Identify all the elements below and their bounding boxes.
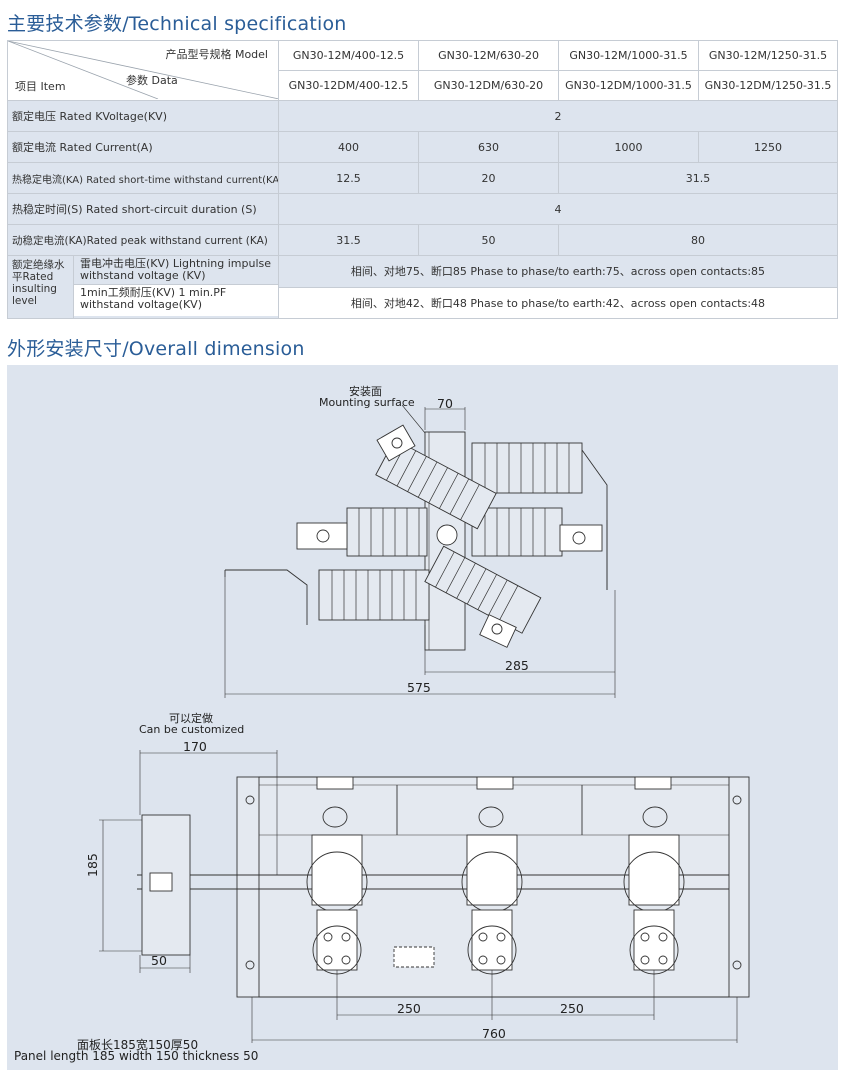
side-view-drawing: [224, 404, 616, 698]
model-dm-cell: GN30-12DM/630-20: [418, 70, 559, 101]
dim-170: 170: [183, 739, 207, 754]
insulation-row-label: 额定绝缘水平Rated insulting level 雷电冲击电压(KV) L…: [7, 255, 279, 319]
row-label: 动稳定电流(KA)Rated peak withstand current (K…: [7, 224, 279, 256]
dim-250-right: 250: [560, 1001, 584, 1016]
pole-unit: [623, 834, 685, 975]
pf-value: 相间、对地42、断口48 Phase to phase/to earth:42、…: [278, 286, 838, 319]
model-m-cell: GN30-12M/1000-31.5: [558, 40, 699, 71]
row-label: 额定电流 Rated Current(A): [7, 131, 279, 163]
lightning-value: 相间、对地75、断口85 Phase to phase/to earth:75、…: [278, 255, 838, 288]
model-dm-cell: GN30-12DM/1000-31.5: [558, 70, 699, 101]
table-row: 热稳定时间(S) Rated short-circuit duration (S…: [7, 193, 838, 225]
technical-drawing: [99, 404, 750, 1043]
header-diagonal-cell: 产品型号规格 Model 参数 Data 项目 Item: [7, 40, 279, 101]
pf-label: 1min工频耐压(KV) 1 min.PF withstand voltage(…: [74, 285, 278, 316]
row-value: 12.5: [278, 162, 419, 194]
row-value: 50: [418, 224, 559, 256]
customizable-en: Can be customized: [139, 723, 245, 736]
model-m-cell: GN30-12M/1250-31.5: [698, 40, 838, 71]
row-value: 4: [278, 193, 838, 225]
table-row: 相间、对地42、断口48 Phase to phase/to earth:42、…: [8, 286, 838, 319]
insulation-level-label: 额定绝缘水平Rated insulting level: [8, 256, 74, 318]
dim-50: 50: [151, 953, 167, 968]
spec-table: 产品型号规格 Model 参数 Data 项目 Item GN30-12M/40…: [7, 40, 838, 319]
data-header-label: 参数 Data: [126, 74, 178, 87]
dimension-drawing-panel: 安装面 Mounting surface 70 285 575 可以定做 Can…: [7, 365, 838, 1070]
item-header-label: 项目 Item: [15, 80, 66, 93]
row-value: 630: [418, 131, 559, 163]
table-row: 额定电压 Rated KVoltage(KV) 2: [7, 100, 838, 132]
row-label: 热稳定电流(KA) Rated short-time withstand cur…: [7, 162, 279, 194]
row-value: 31.5: [558, 162, 838, 194]
row-label: 额定电压 Rated KVoltage(KV): [7, 100, 279, 132]
row-value: 2: [278, 100, 838, 132]
lightning-label: 雷电冲击电压(KV) Lightning impulse withstand v…: [74, 257, 278, 285]
row-value: 80: [558, 224, 838, 256]
table-row: 动稳定电流(KA)Rated peak withstand current (K…: [7, 224, 838, 256]
panel-size-en: Panel length 185 width 150 thickness 50: [14, 1049, 259, 1063]
dim-185: 185: [85, 853, 100, 877]
model-m-cell: GN30-12M/400-12.5: [278, 40, 419, 71]
dimension-section-title: 外形安装尺寸/Overall dimension: [7, 338, 305, 360]
table-row: 热稳定电流(KA) Rated short-time withstand cur…: [7, 162, 838, 194]
row-value: 31.5: [278, 224, 419, 256]
customizable-cn: 可以定做: [169, 712, 213, 725]
dim-250-left: 250: [397, 1001, 421, 1016]
row-value: 400: [278, 131, 419, 163]
mounting-surface-cn: 安装面: [349, 385, 382, 398]
dim-760: 760: [482, 1026, 506, 1041]
model-dm-cell: GN30-12DM/1250-31.5: [698, 70, 838, 101]
dim-70: 70: [437, 396, 453, 411]
spec-section-title: 主要技术参数/Technical specification: [7, 13, 347, 35]
row-label: 热稳定时间(S) Rated short-circuit duration (S…: [7, 193, 279, 225]
dim-285: 285: [505, 658, 529, 673]
model-m-cell: GN30-12M/630-20: [418, 40, 559, 71]
pole-unit: [461, 834, 523, 975]
mounting-surface-en: Mounting surface: [319, 396, 415, 409]
model-header-label: 产品型号规格 Model: [165, 48, 268, 61]
row-value: 20: [418, 162, 559, 194]
front-view-drawing: [99, 750, 750, 1043]
header-diagonal-lines: [8, 41, 278, 99]
panel-size-cn: 面板长185宽150厚50: [77, 1038, 199, 1052]
table-row: 额定绝缘水平Rated insulting level 雷电冲击电压(KV) L…: [7, 255, 838, 319]
dim-575: 575: [407, 680, 431, 695]
pole-unit: [306, 834, 368, 975]
row-value: 1000: [558, 131, 699, 163]
model-dm-cell: GN30-12DM/400-12.5: [278, 70, 419, 101]
row-value: 1250: [698, 131, 838, 163]
table-row: 额定电流 Rated Current(A) 400 630 1000 1250: [7, 131, 838, 163]
